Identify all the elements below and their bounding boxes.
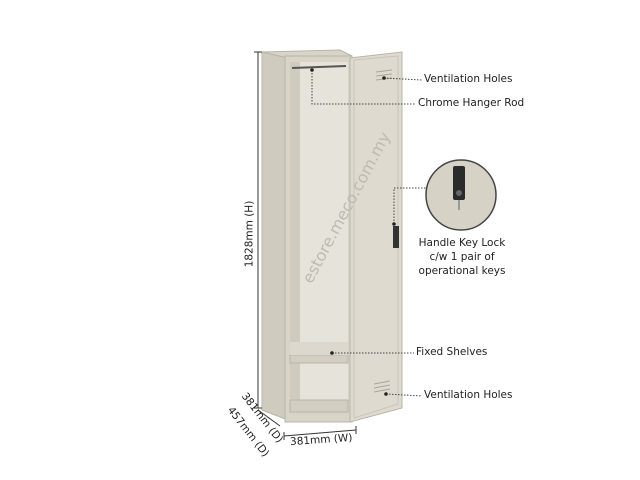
lock-label: Handle Key Lock c/w 1 pair of operationa… <box>412 236 512 278</box>
hanger-rod <box>291 65 347 69</box>
callout-lines <box>311 70 426 397</box>
door-handle-lock <box>393 226 399 248</box>
lock-label-line1: Handle Key Lock <box>418 237 506 249</box>
bottom-shelf <box>289 399 349 413</box>
lock-label-line2: c/w 1 pair of <box>429 251 495 263</box>
lock-label-line3: operational keys <box>418 265 506 277</box>
vent-holes-bottom-label: Ventilation Holes <box>424 389 513 401</box>
vent-holes-top-label: Ventilation Holes <box>424 73 513 85</box>
dimension-lines <box>254 51 357 440</box>
height-dimension: 1828mm (H) <box>243 200 256 268</box>
fixed-shelf <box>289 354 349 364</box>
locker-side-panel <box>261 51 289 421</box>
lock-zoom-inset <box>425 159 497 231</box>
fixed-shelves-label: Fixed Shelves <box>416 346 488 358</box>
hanger-rod-label: Chrome Hanger Rod <box>418 97 525 109</box>
locker-door <box>349 51 403 423</box>
vent-holes-bottom <box>373 380 391 393</box>
